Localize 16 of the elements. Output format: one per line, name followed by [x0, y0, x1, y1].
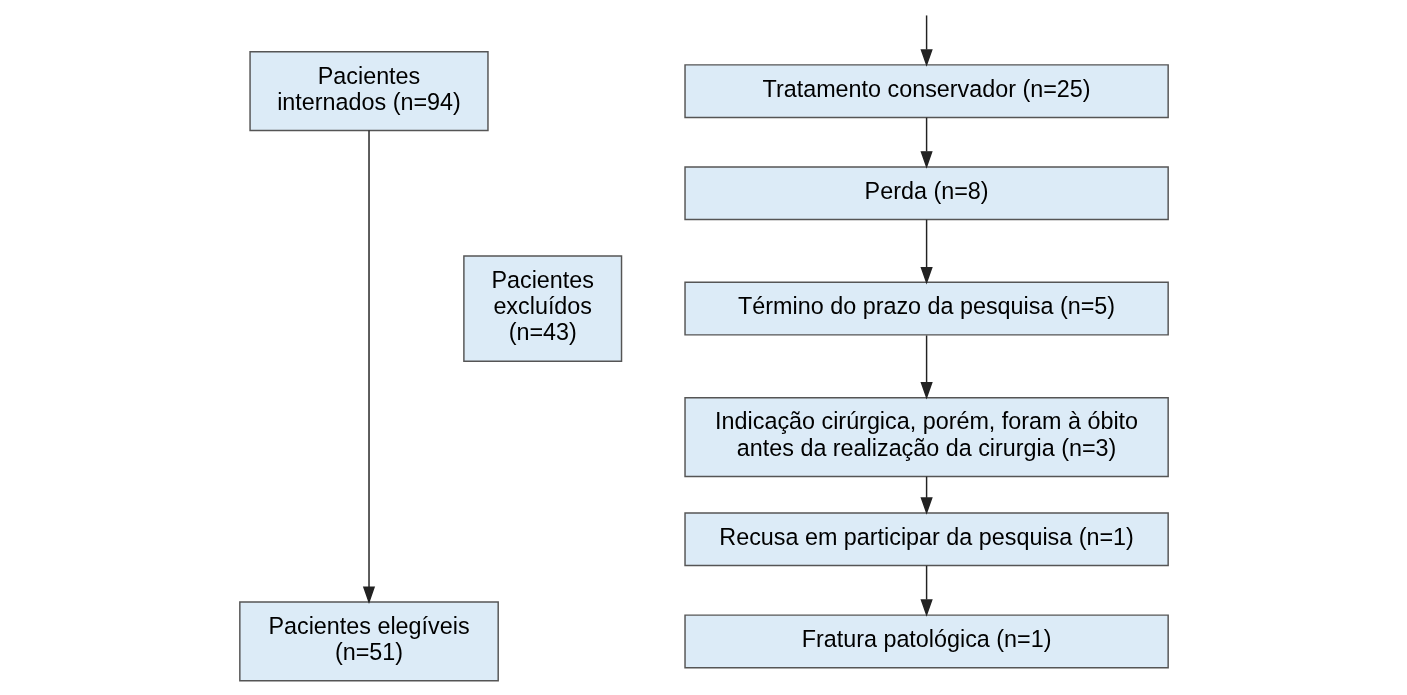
node-box: Pacientes elegíveis (n=51) [238, 601, 499, 682]
node-box: Recusa em participar da pesquisa (n=1) [683, 512, 1169, 567]
node-box: Fratura patológica (n=1) [683, 614, 1169, 669]
node-box: Tratamento conservador (n=25) [683, 64, 1169, 119]
arrow [919, 565, 933, 617]
arrow [919, 219, 933, 285]
node-box: Perda (n=8) [683, 166, 1169, 221]
node-box: Pacientes excluídos (n=43) [462, 255, 622, 362]
node-box: Indicação cirúrgica, porém, foram à óbito antes da realização da cirurgia (n=3) [683, 396, 1169, 478]
arrow [919, 14, 933, 67]
arrow [362, 129, 375, 604]
node-box: Término do prazo da pesquisa (n=5) [683, 281, 1169, 336]
arrow [919, 116, 933, 169]
arrow [919, 334, 933, 400]
node-box: Pacientes internados (n=94) [248, 51, 489, 132]
arrow [919, 475, 933, 515]
